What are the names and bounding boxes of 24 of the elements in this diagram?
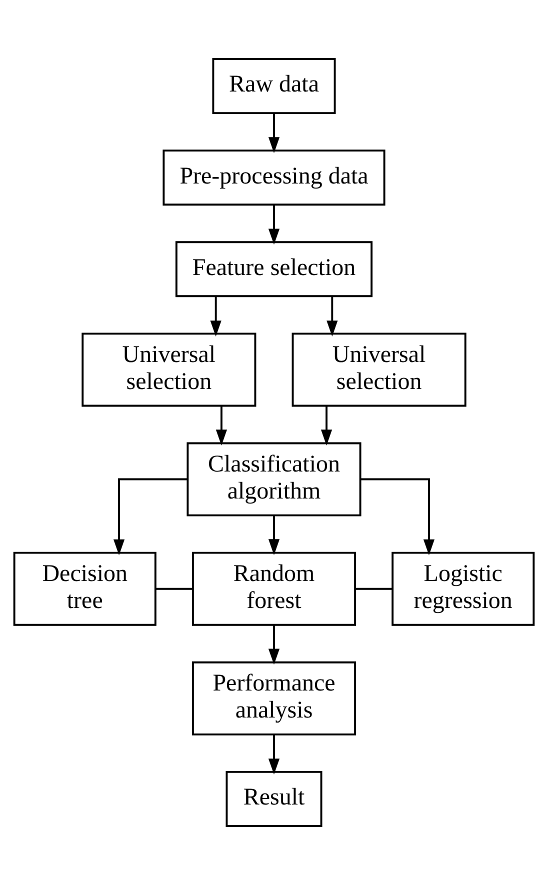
node-box: Decision tree — [13, 551, 156, 626]
arrow — [216, 406, 228, 446]
arrow — [268, 204, 280, 244]
arrow — [113, 478, 188, 555]
arrow — [268, 734, 280, 774]
node-box: Classification algorithm — [186, 442, 362, 516]
arrow — [360, 478, 435, 555]
connector — [156, 587, 192, 590]
node-box: Logistic regression — [392, 551, 535, 626]
node-box: Result — [226, 770, 322, 826]
node-box: Raw data — [212, 58, 336, 114]
node-box: Random forest — [192, 551, 356, 626]
arrow — [268, 624, 280, 664]
arrow — [210, 296, 222, 336]
node-box: Performance analysis — [192, 660, 356, 735]
arrow — [326, 296, 338, 336]
node-box: Universal selection — [82, 332, 256, 406]
arrow — [268, 113, 280, 153]
connector — [355, 587, 392, 590]
arrow — [268, 515, 280, 555]
arrow — [320, 406, 332, 446]
node-box: Universal selection — [292, 332, 466, 406]
node-box: Feature selection — [175, 240, 373, 297]
node-box: Pre-processing data — [162, 149, 386, 206]
